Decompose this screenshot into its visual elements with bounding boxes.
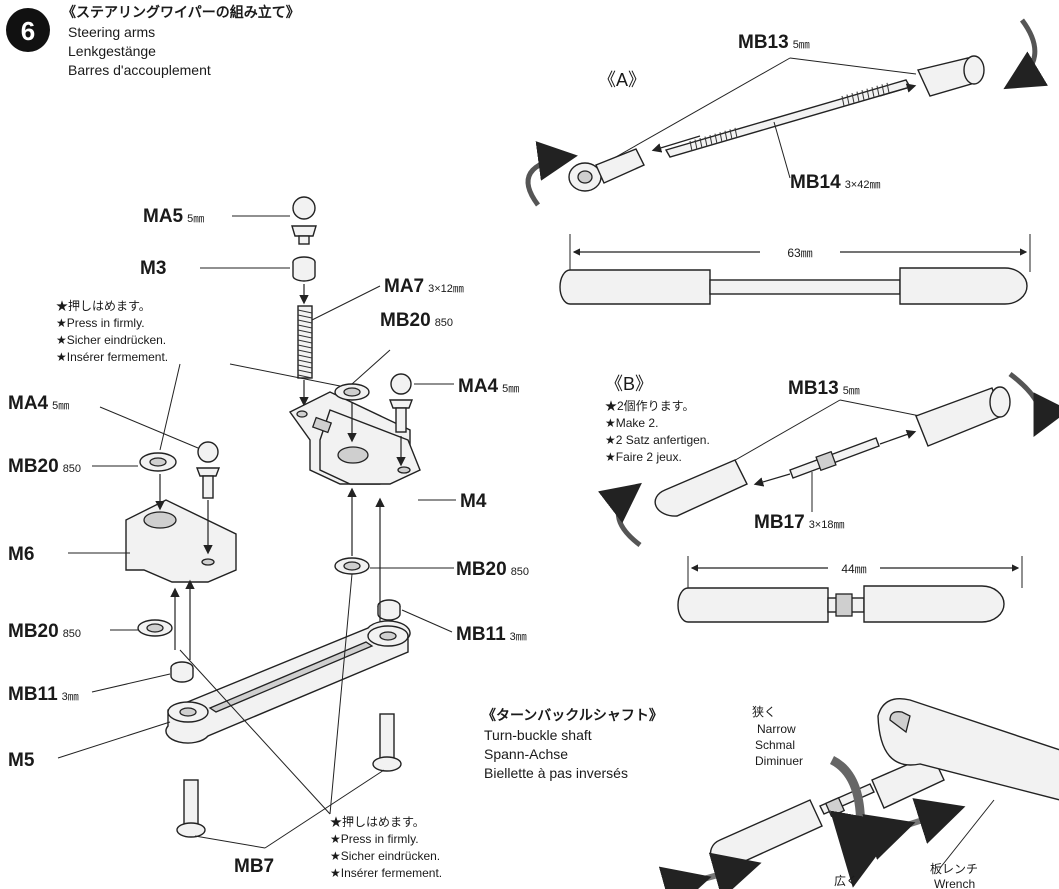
narrow-en: Narrow — [757, 722, 796, 736]
step-header: 6 《ステアリングワイパーの組み立て》 Steering arms Lenkge… — [6, 4, 300, 78]
mb20-top-washer — [334, 383, 370, 401]
step-title-jp: 《ステアリングワイパーの組み立て》 — [62, 4, 300, 20]
narrow-jp: 狭く — [752, 705, 776, 719]
turnbuckle-rotate-icon — [829, 755, 901, 888]
step-title-fr: Barres d'accouplement — [68, 62, 211, 78]
step-title-de: Lenkgestänge — [68, 43, 156, 59]
section-a-rod-end-left — [568, 148, 645, 192]
m3-spacer — [292, 256, 316, 282]
note-press-top-jp: ★押しはめます。 — [56, 299, 151, 313]
section-b-note-en: ★Make 2. — [605, 416, 658, 430]
mb11-right-bushing — [377, 599, 401, 621]
note-press-bottom-fr: ★Insérer fermement. — [330, 866, 442, 880]
section-b-rotate-right-icon — [1008, 372, 1059, 437]
section-a-length: 63㎜ — [787, 246, 812, 260]
note-press-bottom-en: ★Press in firmly. — [330, 832, 419, 846]
section-b-length-drawing: 44㎜ — [677, 556, 1023, 623]
section-b-rod-end-left — [654, 459, 748, 517]
ma4-right-ball-connector — [388, 373, 414, 433]
note-press-top: ★押しはめます。 ★Press in firmly. ★Sicher eindr… — [56, 299, 168, 364]
note-press-bottom-jp: ★押しはめます。 — [330, 815, 425, 829]
narrow-fr: Diminuer — [755, 754, 803, 768]
step-number-badge — [6, 8, 50, 52]
section-b: 《B》 ★2個作ります。 ★Make 2. ★2 Satz anfertigen… — [598, 372, 1059, 623]
turnbuckle-title-en: Turn-buckle shaft — [484, 727, 592, 743]
ma7-threaded-screw — [297, 305, 313, 379]
section-a-rotate-right-icon — [1003, 18, 1049, 90]
label-mb7: MB7 — [234, 856, 274, 877]
wrench-en: Wrench — [934, 877, 975, 889]
mb7-right-screw — [372, 713, 402, 772]
note-press-bottom: ★押しはめます。 ★Press in firmly. ★Sicher eindr… — [330, 815, 442, 880]
m6-steering-arm — [125, 499, 237, 583]
section-b-rotate-left-icon — [598, 482, 642, 547]
note-press-top-de: ★Sicher eindrücken. — [56, 333, 166, 347]
mb20-low-washer — [137, 619, 173, 637]
note-press-bottom-de: ★Sicher eindrücken. — [330, 849, 440, 863]
double-arrow-left-icon — [658, 852, 762, 889]
section-b-note-de: ★2 Satz anfertigen. — [605, 433, 710, 447]
ma5-ball-connector — [291, 196, 317, 245]
section-a-length-drawing: 63㎜ — [559, 234, 1031, 305]
section-b-note-fr: ★Faire 2 jeux. — [605, 450, 682, 464]
mb11-left-bushing — [170, 661, 194, 683]
note-press-top-fr: ★Insérer fermement. — [56, 350, 168, 364]
section-b-note-jp: ★2個作ります。 — [605, 399, 694, 413]
turnbuckle-title-jp: 《ターンバックルシャフト》 — [482, 707, 663, 723]
mb7-left-screw — [176, 779, 206, 838]
step-number: 6 — [21, 16, 35, 46]
section-a-label: 《A》 — [598, 70, 646, 90]
wrench — [877, 698, 1059, 801]
wrench-jp: 板レンチ — [930, 862, 978, 876]
turnbuckle-shaft — [709, 753, 945, 869]
section-a-mb14-rod — [664, 79, 912, 158]
section-b-length: 44㎜ — [841, 562, 866, 576]
note-press-top-en: ★Press in firmly. — [56, 316, 145, 330]
step-title-en: Steering arms — [68, 24, 155, 40]
label-m3: M3 — [140, 258, 166, 279]
turnbuckle-section: 《ターンバックルシャフト》 Turn-buckle shaft Spann-Ac… — [482, 698, 1059, 889]
turnbuckle-title-de: Spann-Achse — [484, 746, 568, 762]
section-b-rod-end-right — [915, 386, 1011, 447]
label-m6: M6 — [8, 544, 34, 565]
narrow-de: Schmal — [755, 738, 795, 752]
ma4-left-ball-connector — [195, 441, 221, 499]
turnbuckle-title-fr: Biellette à pas inversés — [484, 765, 628, 781]
mb20-mid-washer — [334, 557, 370, 575]
section-b-mb17-rod — [789, 437, 880, 479]
label-m4: M4 — [460, 491, 487, 512]
section-a-rotate-left-icon — [525, 141, 578, 207]
wide-jp: 広く — [834, 874, 858, 888]
m5-link-rod — [165, 620, 411, 744]
section-a-rod-end-right — [917, 55, 985, 97]
label-m5: M5 — [8, 750, 35, 771]
mb20-left-washer — [139, 452, 177, 472]
section-b-label: 《B》 — [605, 374, 653, 394]
double-arrow-right-icon — [862, 798, 966, 860]
